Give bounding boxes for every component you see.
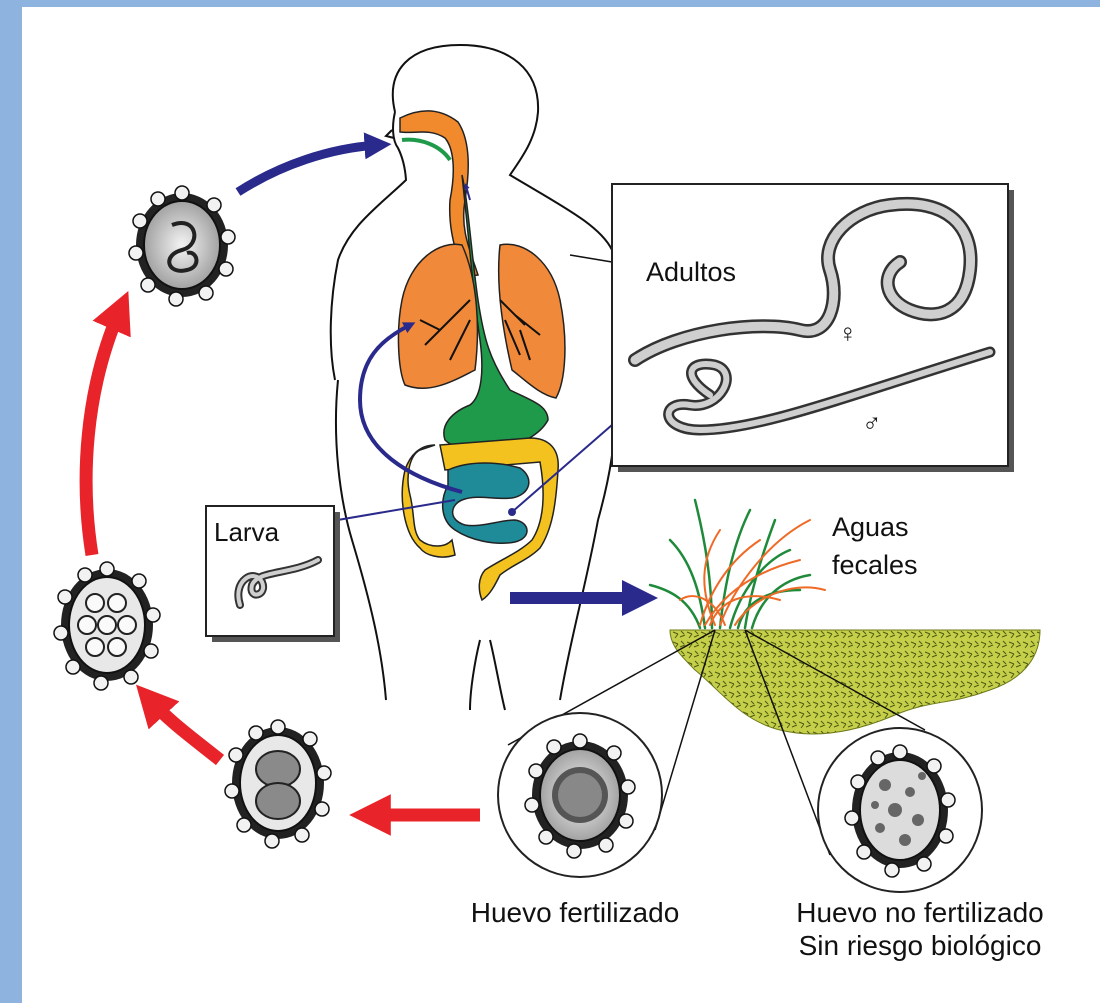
fertilized-egg-label: Huevo fertilizado [471,897,680,928]
ingestion-arrow [238,145,378,192]
water-label-line1: Aguas [832,512,909,542]
cycle-arrow-2 [150,700,220,760]
larva-panel: Larva [206,506,340,642]
egg-unfertilized-icon [818,728,982,892]
small-intestine-icon [443,463,529,543]
egg-larva-icon [129,186,235,306]
cycle-arrow-3 [86,310,120,555]
larva-label: Larva [214,517,280,547]
unfertilized-egg-label: Huevo no fertilizado [796,897,1043,928]
adults-panel: Adultos ♀ ♂ [612,184,1014,472]
egg-morula-icon [54,562,160,690]
female-symbol: ♀ [838,318,858,348]
egg-fertilized-icon [498,713,662,877]
soil-icon [670,630,1040,734]
large-intestine-icon [402,438,558,600]
adults-connector-dot [508,508,516,516]
water-label-line2: fecales [832,550,918,580]
grass-icon [650,500,825,628]
body-to-box-line [570,255,612,262]
unfertilized-egg-note: Sin riesgo biológico [799,930,1042,961]
adults-label: Adultos [646,257,736,287]
male-symbol: ♂ [862,408,882,438]
egg-two-cell-icon [225,720,331,848]
larva-connector [320,500,455,523]
